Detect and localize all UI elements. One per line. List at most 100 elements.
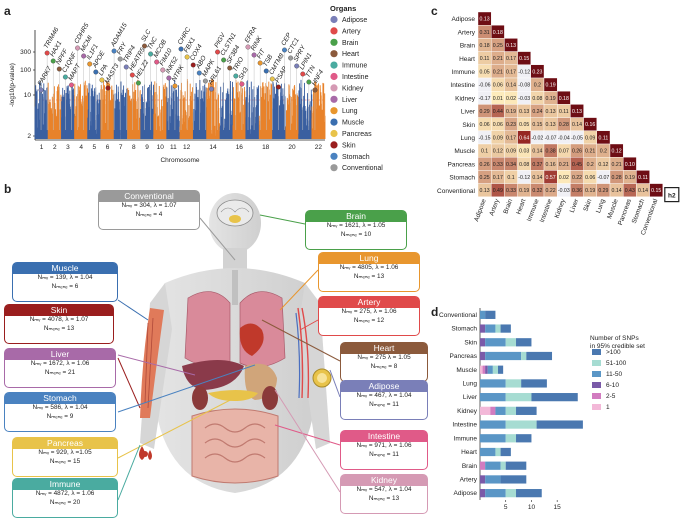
box-conventional-genes: Nₘₑₙₑ = 4 — [135, 210, 163, 218]
line-muscle — [117, 299, 149, 321]
hm-diag-value-2: 0.13 — [506, 43, 516, 49]
line-intestine — [274, 424, 341, 446]
mh-hit-24 — [184, 54, 190, 60]
mh-chr-12-points — [179, 79, 194, 139]
hm-row-label-10: Muscle — [454, 148, 475, 155]
bar-legend-title-1: in 95% credible set — [590, 343, 645, 350]
hm-col-label-9: Lung — [595, 198, 607, 214]
bar-pancreas-seg-4 — [521, 351, 527, 361]
mh-hit-30 — [221, 57, 227, 63]
bar-artery-seg-2 — [480, 475, 486, 484]
hm-col-label-1: Artery — [488, 197, 501, 216]
hm-cell-value-13-4: 0.32 — [532, 188, 542, 194]
hm-cell-value-4-3: -0.12 — [518, 69, 530, 75]
legend-label-heart: Heart — [342, 51, 359, 58]
bar-legend-label-4: 2-5 — [606, 393, 616, 400]
hm-cell-value-5-3: -0.08 — [518, 83, 530, 89]
mh-chr-10-points — [153, 81, 168, 139]
box-kidney: Kidney Nₘᵥ = 547, λ = 1.04 Nₘₑₙₑ = 13 — [340, 474, 428, 514]
hm-cell-value-12-11: 0.19 — [625, 175, 635, 181]
box-pancreas-title: Pancreas — [13, 438, 117, 449]
mh-hit-4 — [62, 74, 68, 80]
hm-cell-value-9-6: -0.04 — [558, 135, 570, 141]
hm-cell-value-6-2: 0.02 — [506, 96, 516, 102]
hm-cell-value-10-7: 0.26 — [572, 149, 582, 155]
mh-hit-31 — [227, 65, 233, 71]
hm-row-label-7: Liver — [461, 109, 476, 116]
hm-col-label-2: Brain — [502, 198, 514, 215]
hm-cell-value-9-7: -0.05 — [571, 135, 583, 141]
legend-swatch-brain — [330, 38, 338, 46]
hm-cell-value-8-4: 0.15 — [532, 122, 542, 128]
hm-diag-value-9: 0.11 — [599, 135, 609, 141]
bar-muscle-seg-5 — [498, 365, 504, 374]
bar-brain-seg-4 — [500, 461, 506, 470]
bar-category-stomach: Stomach — [451, 326, 477, 333]
bar-kidney-seg-4 — [505, 406, 517, 415]
box-conventional-stats: Nₘᵥ = 304, λ = 1.07 — [121, 202, 177, 209]
hm-cell-value-2-1: 0.25 — [493, 43, 503, 49]
mh-hit-2 — [50, 58, 56, 64]
bar-adipose-seg-3 — [485, 489, 506, 498]
mh-hit-36 — [257, 60, 263, 66]
bar-brain-seg-3 — [485, 461, 501, 470]
mh-xtick-9: 9 — [145, 144, 149, 151]
hm-cell-value-12-2: 0.1 — [507, 175, 514, 181]
panel-label-a: a — [4, 4, 11, 18]
box-artery-stats: Nₘᵥ = 275, λ = 1.06 — [341, 308, 397, 315]
mh-hit-23 — [178, 46, 184, 52]
hm-cell-value-2-0: 0.18 — [480, 43, 490, 49]
mh-hit-29 — [215, 49, 221, 55]
bar-xtick-label-15: 15 — [554, 504, 562, 511]
box-stomach-stats: Nₘᵥ = 586, λ = 1.04 — [32, 404, 88, 411]
bar-skin-seg-3 — [485, 338, 506, 347]
legend-swatch-skin — [330, 141, 338, 149]
hm-cell-value-8-7: 0.14 — [572, 122, 582, 128]
bar-stomach-seg-5 — [500, 324, 511, 333]
hm-cell-value-9-5: -0.07 — [545, 135, 557, 141]
mh-xtick-11: 11 — [170, 144, 177, 151]
mh-gene-label-10: LPA — [98, 63, 110, 77]
hm-col-label-4: Immune — [526, 198, 541, 223]
legend-label-kidney: Kidney — [342, 85, 364, 92]
hm-cell-value-7-0: 0.29 — [480, 109, 490, 115]
hm-cell-value-12-8: 0.06 — [585, 175, 595, 181]
box-conventional-title: Conventional — [99, 191, 199, 202]
box-adipose-title: Adipose — [341, 381, 427, 392]
bar-immune-seg-4 — [505, 434, 517, 443]
mh-hit-35 — [251, 52, 257, 58]
small-intestine-folds — [204, 423, 266, 463]
hm-corner-box — [664, 187, 680, 203]
box-brain-genes: Nₘₑₙₑ = 10 — [340, 230, 372, 238]
bar-category-skin: Skin — [464, 339, 477, 346]
hm-cell-value-6-4: 0.08 — [532, 96, 542, 102]
line-liver — [117, 354, 196, 376]
mh-hit-17 — [142, 43, 147, 49]
blood-dot — [142, 451, 148, 457]
mh-hit-38 — [269, 76, 275, 82]
hm-row-label-8: Skin — [462, 122, 475, 129]
mh-hit-0 — [38, 87, 44, 93]
organs-legend: Organs AdiposeArteryBrainHeartImmuneInte… — [330, 4, 383, 172]
hm-cell-value-7-1: 0.44 — [493, 109, 503, 115]
bar-brain-seg-1 — [480, 461, 486, 470]
mh-ytick-label-10: 10 — [24, 92, 32, 99]
legend-label-adipose: Adipose — [342, 17, 367, 24]
bar-muscle-seg-0 — [480, 365, 483, 374]
pancreas-shape — [208, 390, 258, 401]
bar-adipose-seg-2 — [480, 489, 486, 498]
trachea-shape — [232, 270, 238, 305]
box-muscle-title: Muscle — [13, 263, 117, 274]
bar-legend-swatch-4 — [592, 393, 601, 399]
legend-swatch-conventional — [330, 164, 338, 172]
bar-liver-seg-4 — [505, 393, 532, 402]
hm-cell-value-7-2: 0.19 — [506, 109, 516, 115]
box-kidney-genes: Nₘₑₙₑ = 13 — [368, 494, 400, 502]
hm-cell-value-10-1: 0.12 — [493, 149, 503, 155]
mh-hit-20 — [160, 67, 166, 73]
bar-lung-seg-3 — [480, 379, 506, 388]
box-immune-genes: Nₘₑₙₑ = 20 — [49, 498, 81, 506]
mh-xtick-8: 8 — [132, 144, 136, 151]
box-lung-stats: Nₘᵥ = 4805, λ = 1.06 — [339, 264, 399, 271]
